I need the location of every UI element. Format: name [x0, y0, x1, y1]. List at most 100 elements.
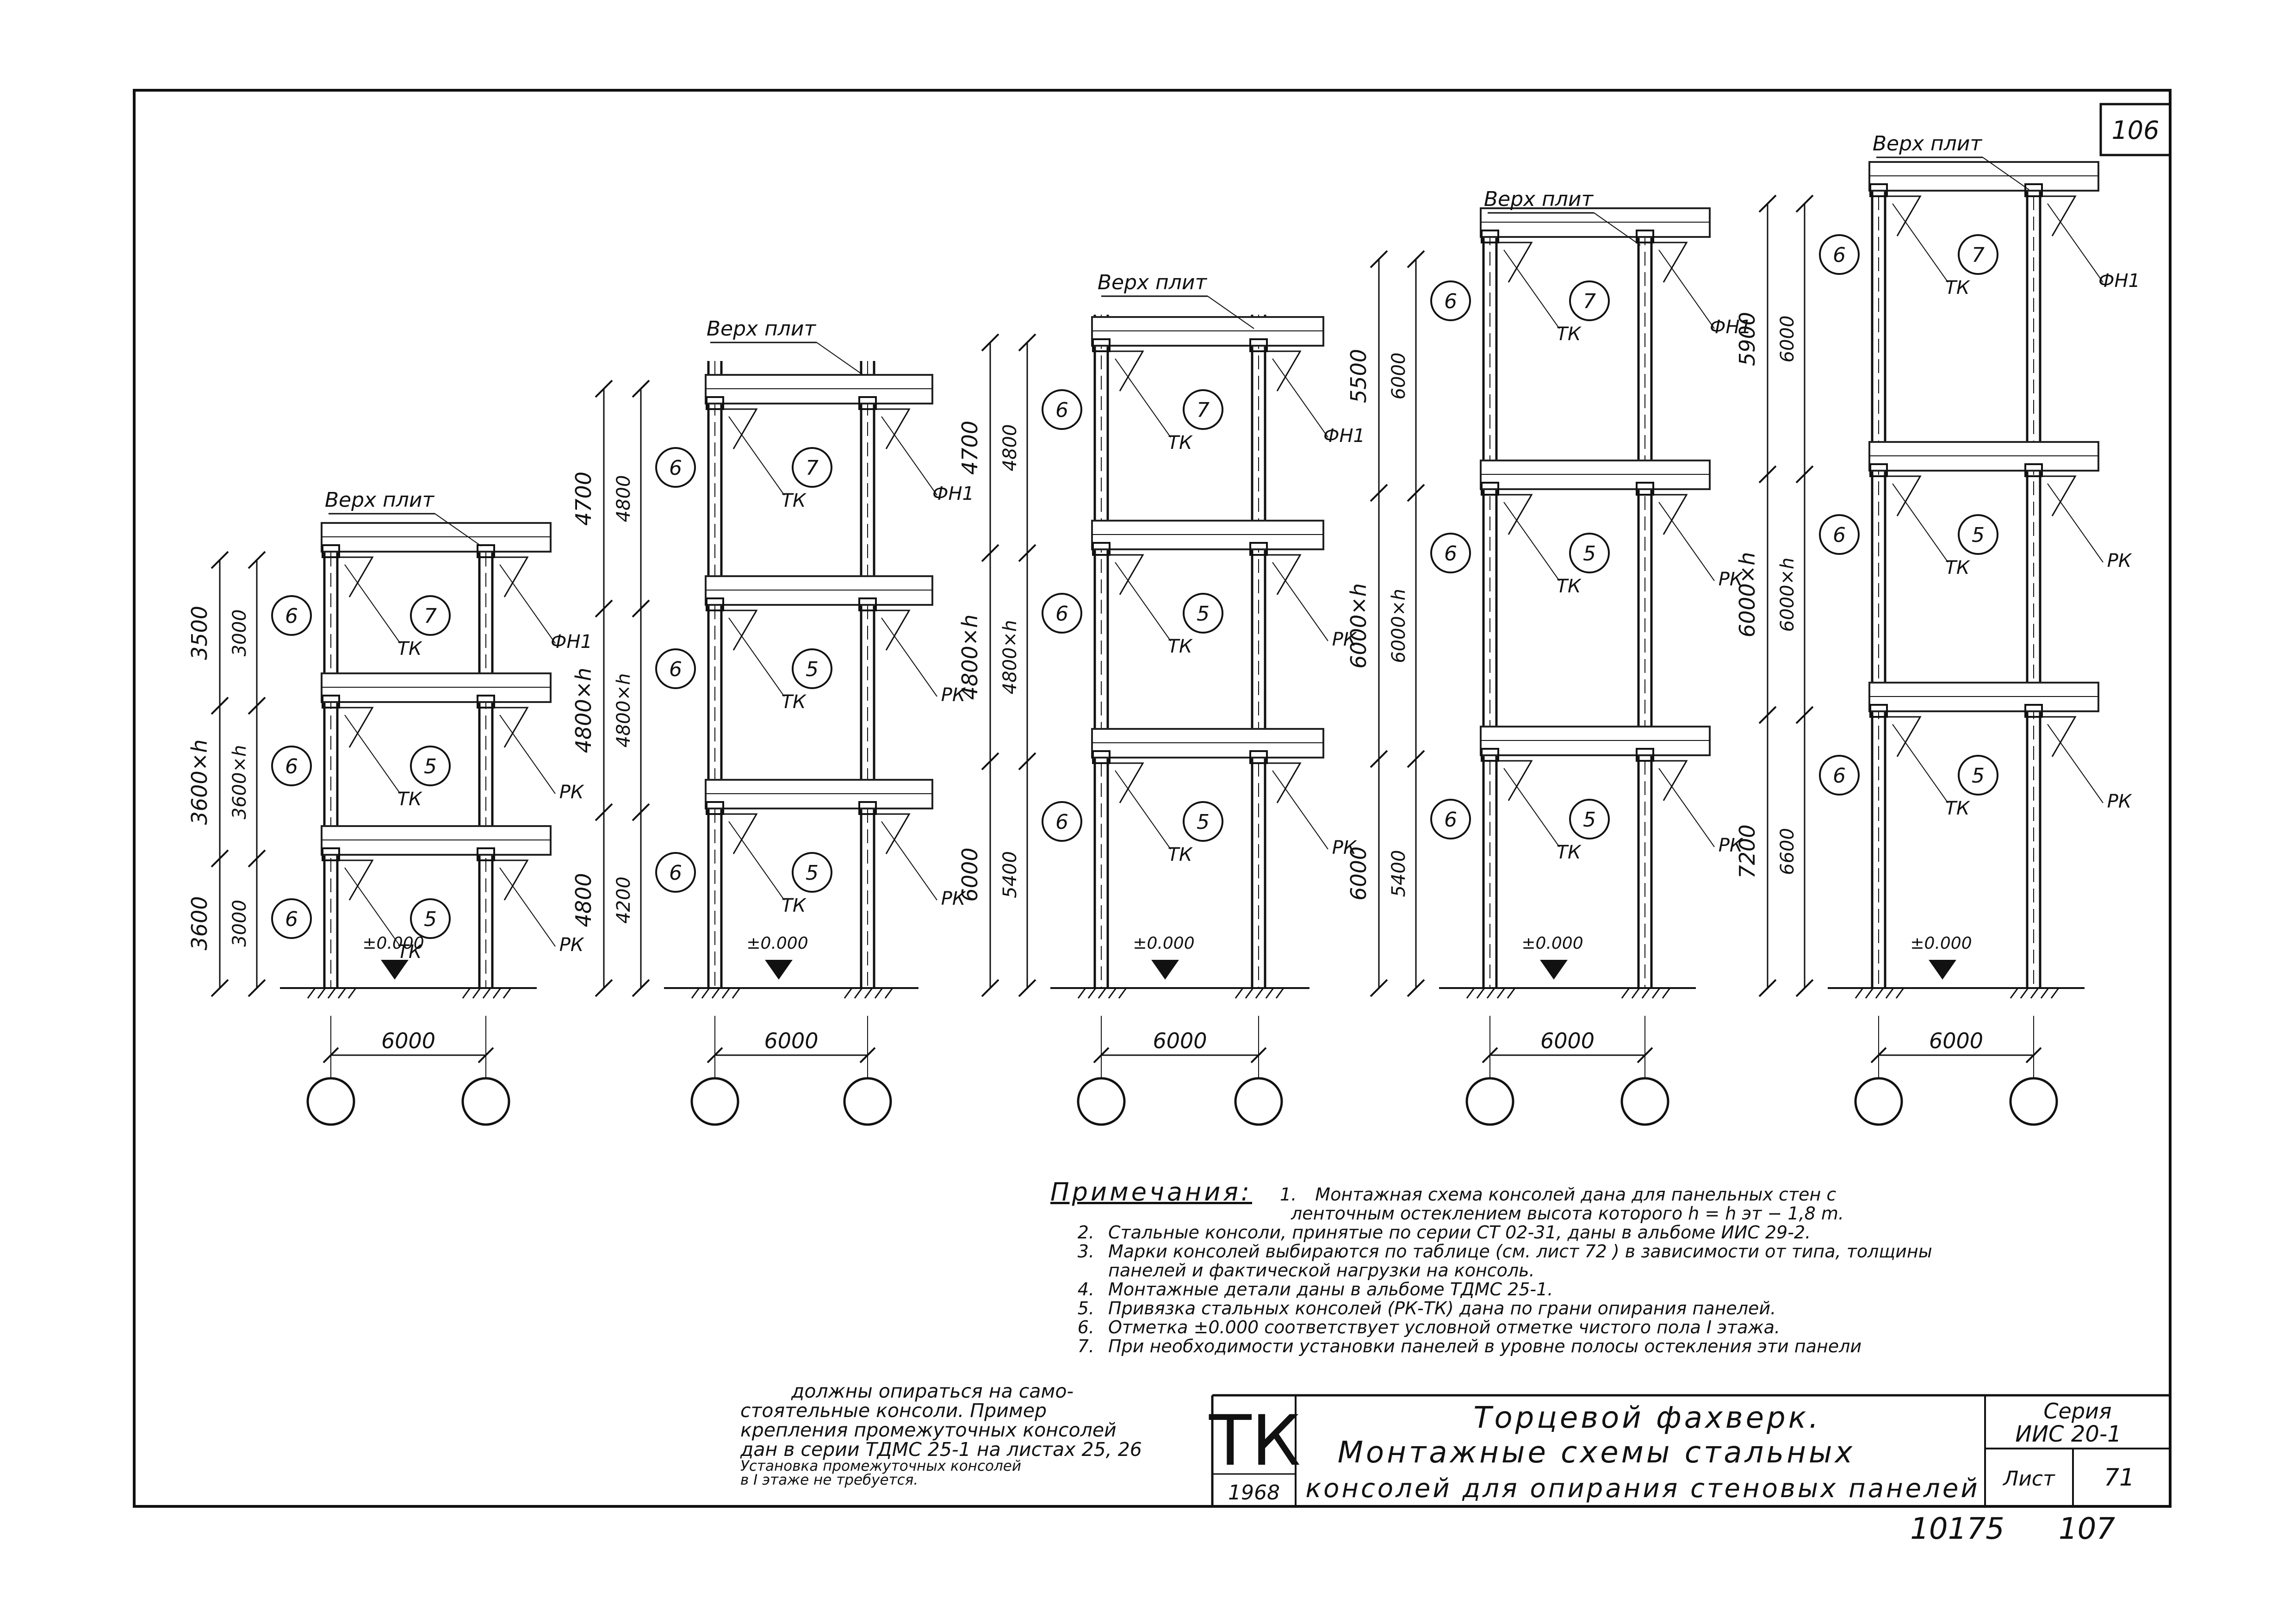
dimension-tick — [1795, 465, 1814, 484]
footing-hatch — [472, 988, 481, 999]
span-tick — [323, 1047, 339, 1063]
mark-rk-label: РК — [2107, 791, 2132, 812]
dimension-tick — [1018, 544, 1036, 562]
leader-right — [1658, 502, 1715, 581]
mark-rk-label: РК — [559, 782, 584, 803]
footing-hatch — [462, 988, 471, 999]
mark-circle — [271, 746, 312, 786]
mark-number-6: 6 — [669, 658, 682, 681]
mark-rk-label: РК — [941, 888, 966, 909]
note-4-number: 4. — [1077, 1279, 1094, 1300]
slab-top-label: Верх плит — [1484, 187, 1594, 211]
note-2-number: 2. — [1077, 1222, 1094, 1243]
continuation-small-1: Установка промежуточных консолей — [740, 1458, 1021, 1474]
footing-hatch — [1641, 988, 1651, 999]
console-plate — [1869, 183, 1888, 197]
continuation-line-2: стоятельные консоли. Пример — [740, 1399, 1047, 1422]
note-1-line-2: ленточным остеклением высота которого h … — [1291, 1203, 1844, 1224]
console-plate — [477, 544, 495, 558]
console-plate — [2024, 463, 2043, 477]
mark-rk-label: РК — [1719, 835, 1744, 856]
note-3-line-2: панелей и фактической нагрузки на консол… — [1108, 1260, 1535, 1281]
dimension-outer-label: 6000×h — [1735, 552, 1760, 638]
mark-circle — [792, 648, 832, 689]
console-bracket — [2043, 716, 2077, 757]
leader-right — [881, 416, 937, 496]
mark-rk-label: РК — [1332, 837, 1357, 858]
dimension-outer-label: 6000 — [1346, 846, 1371, 901]
sheet-label: Лист — [2002, 1467, 2055, 1491]
console-plate — [1869, 704, 1888, 718]
footing-hatch — [327, 988, 336, 999]
title-line-3: консолей для опирания стеновых панелей — [1305, 1474, 1980, 1504]
dimension-inner-label: 3000 — [229, 900, 250, 947]
footing-hatch — [1087, 988, 1097, 999]
leader-right — [499, 867, 556, 947]
console-bracket — [1268, 350, 1302, 392]
dimension-outer-label: 4800 — [571, 873, 596, 927]
mark-fh-label: ФН1 — [1323, 425, 1365, 447]
page-number: 106 — [2111, 116, 2159, 145]
bottom-number-1: 10175 — [1910, 1512, 2004, 1546]
ground-mark-triangle — [1929, 960, 1956, 980]
mark-number-5: 5 — [1583, 542, 1596, 566]
console-plate — [2024, 704, 2043, 718]
dimension-inner-label: 6000×h — [1777, 558, 1798, 632]
sheet-border — [133, 89, 2172, 1508]
console-bracket — [1499, 242, 1533, 283]
footing-hatch — [711, 988, 720, 999]
leader-left — [344, 564, 401, 644]
note-4: 4. Монтажные детали даны в альбоме ТДМС … — [1050, 1280, 2115, 1299]
console-plate — [477, 847, 495, 861]
mark-number-5: 5 — [1197, 602, 1210, 626]
axis-bubble — [1234, 1077, 1283, 1126]
dimension-outer-label: 3500 — [187, 606, 212, 660]
mark-rk-label: РК — [2107, 550, 2132, 572]
mark-fh-label: ФН1 — [932, 483, 974, 504]
dimension-inner-label: 5400 — [1388, 850, 1409, 897]
console-plate — [1249, 338, 1268, 352]
leader-right — [2047, 724, 2104, 803]
console-plate — [1869, 463, 1888, 477]
console-plate — [1249, 542, 1268, 556]
continuation-line-3: крепления промежуточных консолей — [740, 1419, 1117, 1441]
mark-tk-label: ТК — [1945, 798, 1970, 819]
mark-number-6: 6 — [1055, 398, 1068, 422]
footing-hatch — [2040, 988, 2049, 999]
footing-hatch — [1895, 988, 1905, 999]
dimension-tick — [1370, 484, 1388, 502]
dimension-tick — [632, 379, 650, 398]
mark-tk-label: ТК — [1168, 636, 1193, 657]
mark-number-7: 7 — [1197, 398, 1210, 422]
console-bracket — [1654, 242, 1688, 283]
mark-fh-label: ФН1 — [1710, 317, 1751, 338]
console-bracket — [340, 556, 374, 597]
leader-left — [1892, 724, 1948, 803]
footing-hatch — [1662, 988, 1671, 999]
mark-fh-label: ФН1 — [551, 631, 592, 653]
console-bracket — [1888, 716, 1922, 757]
leader-left — [1115, 358, 1171, 438]
note-1-line-1: Монтажная схема консолей дана для панель… — [1315, 1184, 1837, 1205]
leader-left — [728, 416, 785, 496]
span-tick — [2025, 1047, 2042, 1063]
footing-hatch — [854, 988, 863, 999]
dimension-tick — [1370, 979, 1388, 997]
mark-tk-label: ТК — [782, 691, 807, 713]
mark-circle — [655, 852, 696, 893]
footing-hatch — [1496, 988, 1506, 999]
mark-number-6: 6 — [285, 755, 298, 778]
dimension-tick — [1758, 706, 1777, 724]
dimension-tick — [1018, 752, 1036, 771]
footing-hatch — [721, 988, 731, 999]
leader-left — [1892, 203, 1948, 283]
dimension-tick — [211, 979, 229, 997]
mark-number-6: 6 — [1444, 542, 1457, 566]
span-label: 6000 — [1153, 1028, 1207, 1053]
page-number-box — [2099, 103, 2172, 156]
dimension-tick — [248, 849, 266, 868]
footing-hatch — [701, 988, 710, 999]
span-tick — [859, 1047, 876, 1063]
